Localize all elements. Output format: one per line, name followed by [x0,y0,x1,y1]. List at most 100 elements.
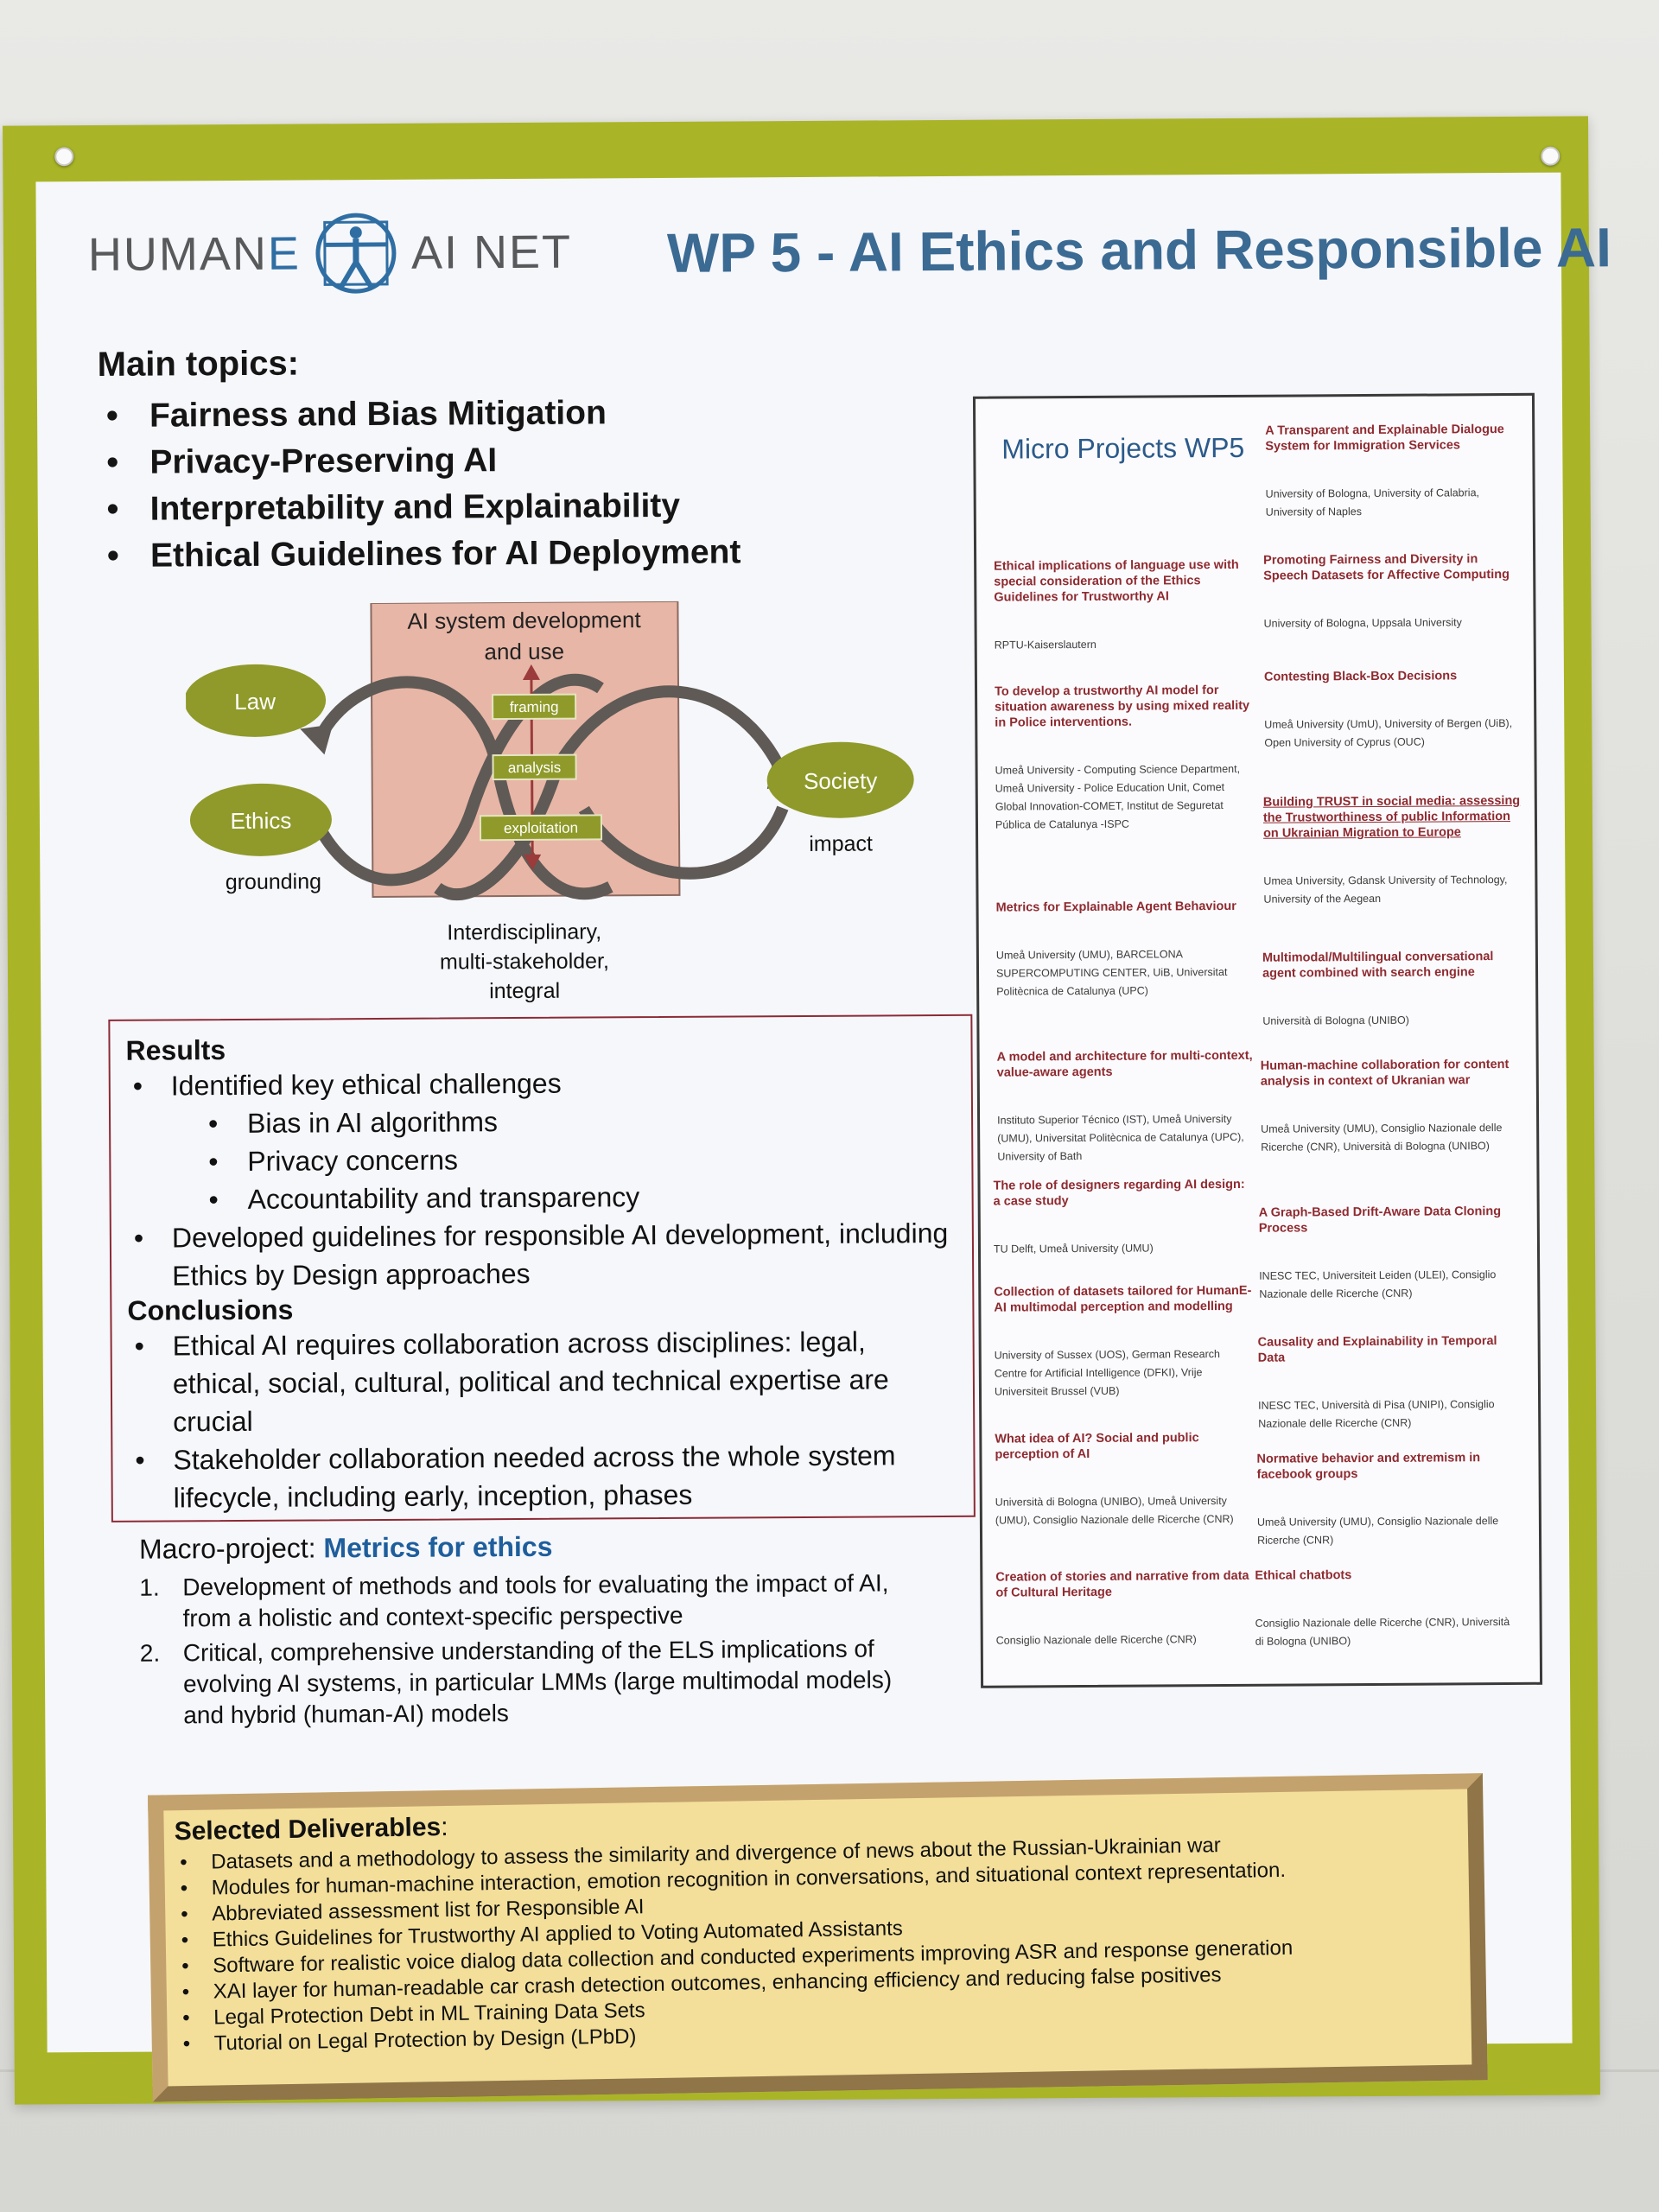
micro-project-orgs: University of Bologna, University of Cal… [1265,486,1480,518]
humane-ai-net-logo: HUMANE AI NET [88,205,573,302]
micro-project-orgs: Consiglio Nazionale delle Ricerche (CNR)… [1255,1616,1510,1648]
micro-project-title: A model and architecture for multi-conte… [996,1048,1253,1080]
macro-item: 2.Critical, comprehensive understanding … [140,1633,918,1731]
micro-project-title: What idea of AI? Social and public perce… [995,1431,1199,1462]
grounding-label: grounding [226,869,321,894]
topic-item: Ethical Guidelines for AI Deployment [99,529,741,580]
micro-project-title: Multimodal/Multilingual conversational a… [1262,950,1494,981]
micro-project-title: Human-machine collaboration for content … [1260,1057,1510,1089]
micro-project-orgs: Consiglio Nazionale delle Ricerche (CNR) [995,1633,1197,1647]
micro-project-item: Collection of datasets tailored for Huma… [994,1283,1254,1402]
micro-project-item: Creation of stories and narrative from d… [995,1568,1255,1650]
micro-project-title: Ethical implications of language use wit… [994,557,1239,605]
oval-society-label: Society [804,767,877,794]
conclusions-item: Ethical AI requires collaboration across… [128,1322,958,1441]
results-box: Results Identified key ethical challenge… [108,1014,976,1522]
conclusions-heading: Conclusions [127,1294,294,1326]
diagram-caption-3: integral [489,979,560,1004]
micro-project-title: To develop a trustworthy AI model for si… [994,683,1250,730]
topics-list: Fairness and Bias Mitigation Privacy-Pre… [98,389,741,580]
diagram-caption-2: multi-stakeholder, [440,949,609,974]
right-loop-curve [434,685,788,901]
oval-ethics-label: Ethics [230,808,291,834]
micro-project-title: A Transparent and Explainable Dialogue S… [1265,423,1504,454]
micro-project-item: The role of designers regarding AI desig… [993,1177,1253,1259]
selected-deliverables-box: Selected Deliverables: Datasets and a me… [148,1773,1488,2102]
micro-projects-title: Micro Projects WP5 [1001,431,1245,465]
diagram-caption-1: Interdisciplinary, [447,919,601,944]
micro-project-orgs: University of Sussex (UOS), German Resea… [994,1348,1220,1398]
micro-project-title: Creation of stories and narrative from d… [995,1568,1249,1600]
micro-project-title: The role of designers regarding AI desig… [993,1177,1245,1209]
logo-text-left: HUMAN [87,227,269,282]
micro-project-title: Collection of datasets tailored for Huma… [994,1283,1252,1315]
micro-project-orgs: Umeå University (UMU), Consiglio Naziona… [1256,1515,1499,1547]
micro-project-orgs: Umea University, Gdansk University of Te… [1263,874,1508,906]
micro-project-orgs: Umeå University (UMU), Consiglio Naziona… [1261,1122,1503,1154]
micro-project-item: To develop a trustworthy AI model for si… [995,683,1255,835]
conclusions-list: Ethical AI requires collaboration across… [128,1322,958,1517]
macro-item-number: 1. [139,1573,160,1601]
logo-text-right: AI NET [410,226,573,279]
arrow-head-left [300,724,334,755]
micro-project-title: Metrics for Explainable Agent Behaviour [995,899,1236,915]
micro-project-item: A Transparent and Explainable Dialogue S… [1265,422,1525,522]
micro-project-item: Normative behavior and extremism in face… [1256,1450,1516,1550]
ai-system-diagram: AI system development and use framing an… [185,600,914,1004]
micro-project-item: Building TRUST in social media: assessin… [1263,793,1523,909]
oval-society [766,741,914,818]
diagram-box-title-1: AI system development [407,607,641,634]
micro-project-orgs: INESC TEC, Universiteit Leiden (ULEI), C… [1259,1268,1497,1300]
logo-text-e: E [267,227,302,280]
pin-icon [54,147,74,167]
topic-item: Privacy-Preserving AI [98,435,741,486]
vitruvian-man-icon [315,213,397,294]
macro-project-list: 1.Development of methods and tools for e… [139,1567,918,1734]
micro-project-orgs: Università di Bologna (UNIBO) [1262,1014,1409,1027]
micro-project-orgs: Umeå University - Computing Science Depa… [995,762,1241,831]
micro-project-title: Promoting Fairness and Diversity in Spee… [1263,552,1510,583]
left-arrow-curve [308,673,604,887]
micro-project-item: A Graph-Based Drift-Aware Data Cloning P… [1259,1204,1519,1304]
micro-project-item: Multimodal/Multilingual conversational a… [1262,949,1522,1031]
stage-analysis-label: analysis [508,760,562,776]
conclusions-item: Stakeholder collaboration needed across … [128,1436,958,1517]
micro-project-item: What idea of AI? Social and public perce… [995,1430,1255,1530]
micro-project-title: Ethical chatbots [1255,1568,1352,1583]
micro-project-item: Ethical implications of language use wit… [994,557,1254,655]
micro-projects-panel: Micro Projects WP5 Ethical implications … [972,392,1543,1688]
poster: HUMANE AI NET WP 5 - AI Ethics and Respo… [35,172,1611,2102]
poster-title: WP 5 - AI Ethics and Responsible AI [666,216,1612,284]
results-subitem: Privacy concerns [126,1138,956,1181]
results-heading: Results [125,1034,226,1066]
results-item: Identified key ethical challenges [126,1062,956,1105]
stage-framing-label: framing [510,699,559,715]
stage-exploitation-label: exploitation [504,820,578,837]
macro-label: Macro-project: [138,1532,324,1565]
macro-project-name: Metrics for ethics [323,1530,553,1564]
micro-project-orgs: Università di Bologna (UNIBO), Umeå Univ… [995,1495,1234,1527]
micro-project-orgs: University of Bologna, Uppsala Universit… [1263,616,1462,630]
macro-item: 1.Development of methods and tools for e… [139,1567,917,1634]
micro-project-orgs: Umeå University (UMU), BARCELONA SUPERCO… [995,948,1228,998]
micro-project-item: A model and architecture for multi-conte… [997,1048,1257,1166]
deliverables-heading-text: Selected Deliverables [174,1813,442,1847]
macro-item-number: 2. [139,1639,161,1667]
stage-exploitation [479,814,603,842]
micro-project-item: Human-machine collaboration for content … [1261,1057,1521,1157]
stage-analysis [492,753,577,781]
micro-project-orgs: TU Delft, Umeå University (UMU) [993,1242,1154,1255]
micro-project-title: Causality and Explainability in Temporal… [1257,1334,1497,1365]
stage-framing [492,693,577,721]
micro-project-title: Normative behavior and extremism in face… [1256,1451,1481,1482]
micro-project-item: Promoting Fairness and Diversity in Spee… [1263,551,1523,633]
results-subitem: Bias in AI algorithms [126,1100,956,1143]
macro-project-heading: Macro-project: Metrics for ethics [139,1531,553,1566]
arrow-up-icon [522,664,540,680]
oval-law-label: Law [234,689,276,715]
results-subitem: Accountability and transparency [126,1176,956,1219]
deliverables-heading-colon: : [440,1812,448,1842]
arrow-down-icon [524,854,542,870]
